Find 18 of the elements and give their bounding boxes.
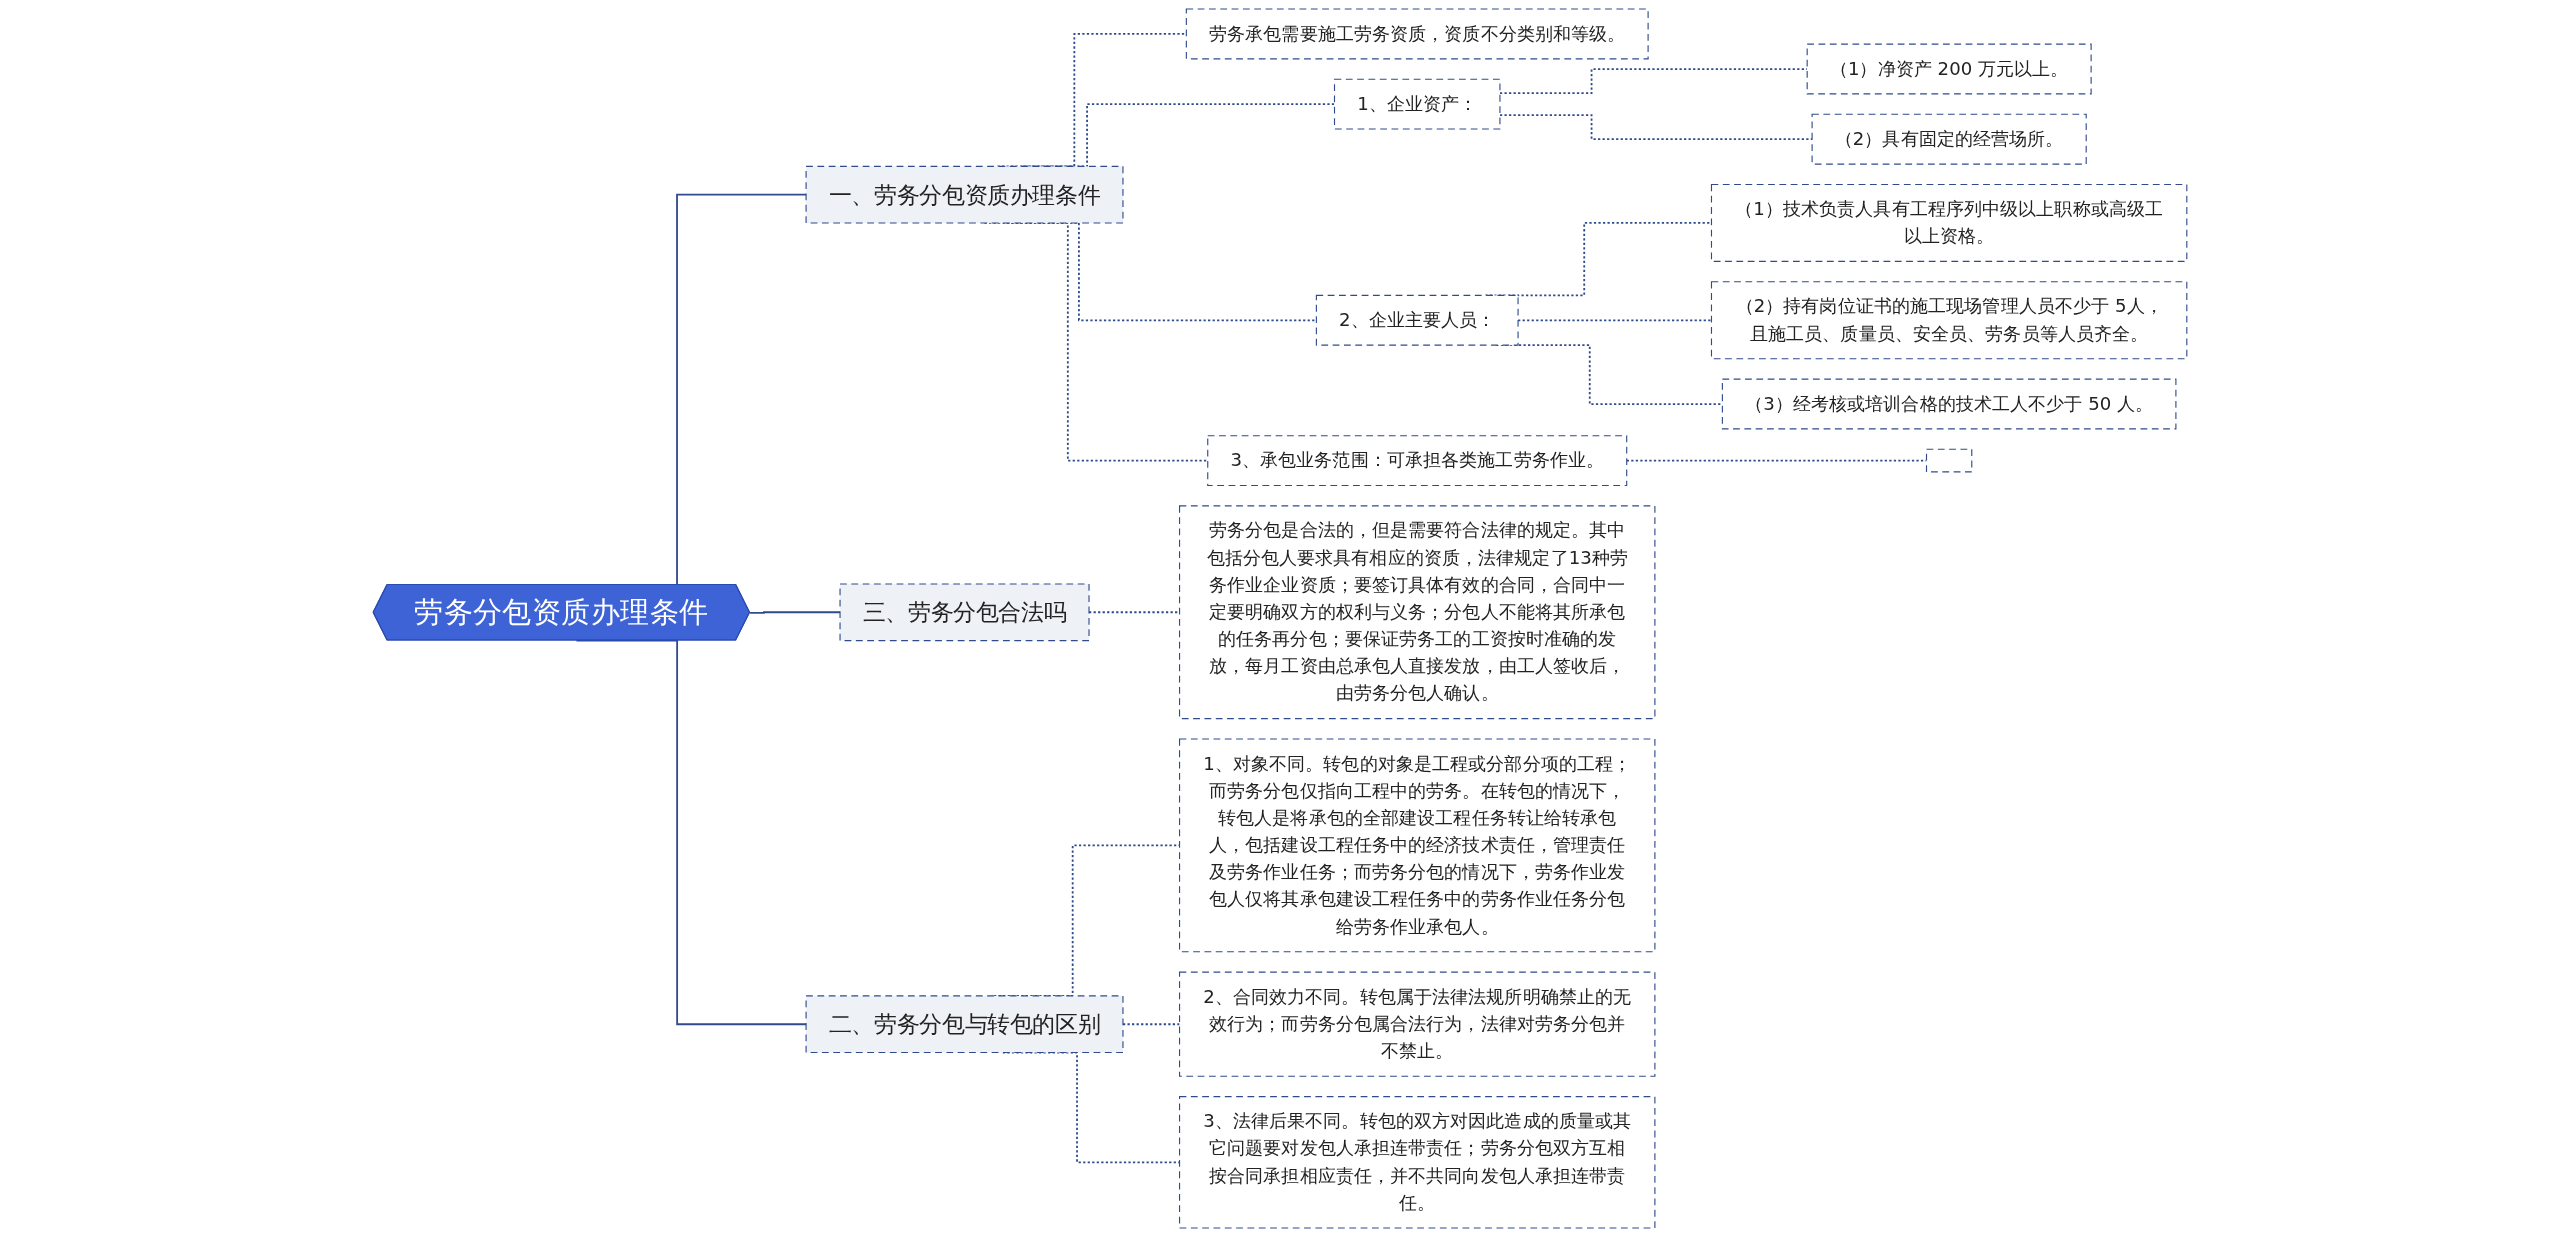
node-box: 1、对象不同。转包的对象是工程或分部分项的工程；而劳务分包仅指向工程中的劳务。在转包的情况下，转包人是将承包的全部建设工程任务转让给转承包人，包括建设工程任务中的经济技术责任，管理责任及劳务作业任务；而劳务分包的情况下，劳务作业发包人仅将其承包建设工程任务中的劳务作业任务分包给劳务作业承包人。	[1179, 738, 1656, 953]
node-box: （1）技术负责人具有工程序列中级以上职称或高级工以上资格。	[1710, 183, 2188, 262]
node-box: 3、法律后果不同。转包的双方对因此造成的质量或其它问题要对发包人承担连带责任；劳务分包双方互相按合同承担相应责任，并不共同向发包人承担连带责任。	[1179, 1096, 1656, 1229]
node-box: 二、劳务分包与转包的区别	[805, 995, 1124, 1054]
node-box: 2、合同效力不同。转包属于法律法规所明确禁止的无效行为；而劳务分包属合法行为，法律对劳务分包并不禁止。	[1179, 971, 1656, 1077]
node-box: （2）具有固定的经营场所。	[1811, 113, 2087, 165]
node-box: 1、企业资产：	[1333, 78, 1501, 130]
node-box: 3、承包业务范围：可承担各类施工劳务作业。	[1207, 435, 1628, 487]
node-box: 三、劳务分包合法吗	[839, 583, 1090, 642]
node-box: 2、企业主要人员：	[1315, 294, 1519, 346]
node-box: 劳务分包是合法的，但是需要符合法律的规定。其中包括分包人要求具有相应的资质，法律规定了13种劳务作业企业资质；要签订具体有效的合同，合同中一定要明确双方的权利与义务；分包人不能将其所承包的任务再分包；要保证劳务工的工资按时准确的发放，每月工资由总承包人直接发放，由工人签收后，由劳务分包人确认。	[1179, 505, 1656, 720]
node-box: （1）净资产 200 万元以上。	[1806, 43, 2092, 95]
node-box: 一、劳务分包资质办理条件	[805, 165, 1124, 224]
node-box	[1925, 448, 1973, 473]
node-box: （2）持有岗位证书的施工现场管理人员不少于 5人，且施工员、质量员、安全员、劳务员等人员齐全。	[1710, 281, 2188, 360]
node-box: （3）经考核或培训合格的技术工人不少于 50 人。	[1721, 378, 2177, 430]
node-box: 劳务承包需要施工劳务资质，资质不分类别和等级。	[1185, 8, 1649, 60]
connector	[749, 611, 841, 614]
